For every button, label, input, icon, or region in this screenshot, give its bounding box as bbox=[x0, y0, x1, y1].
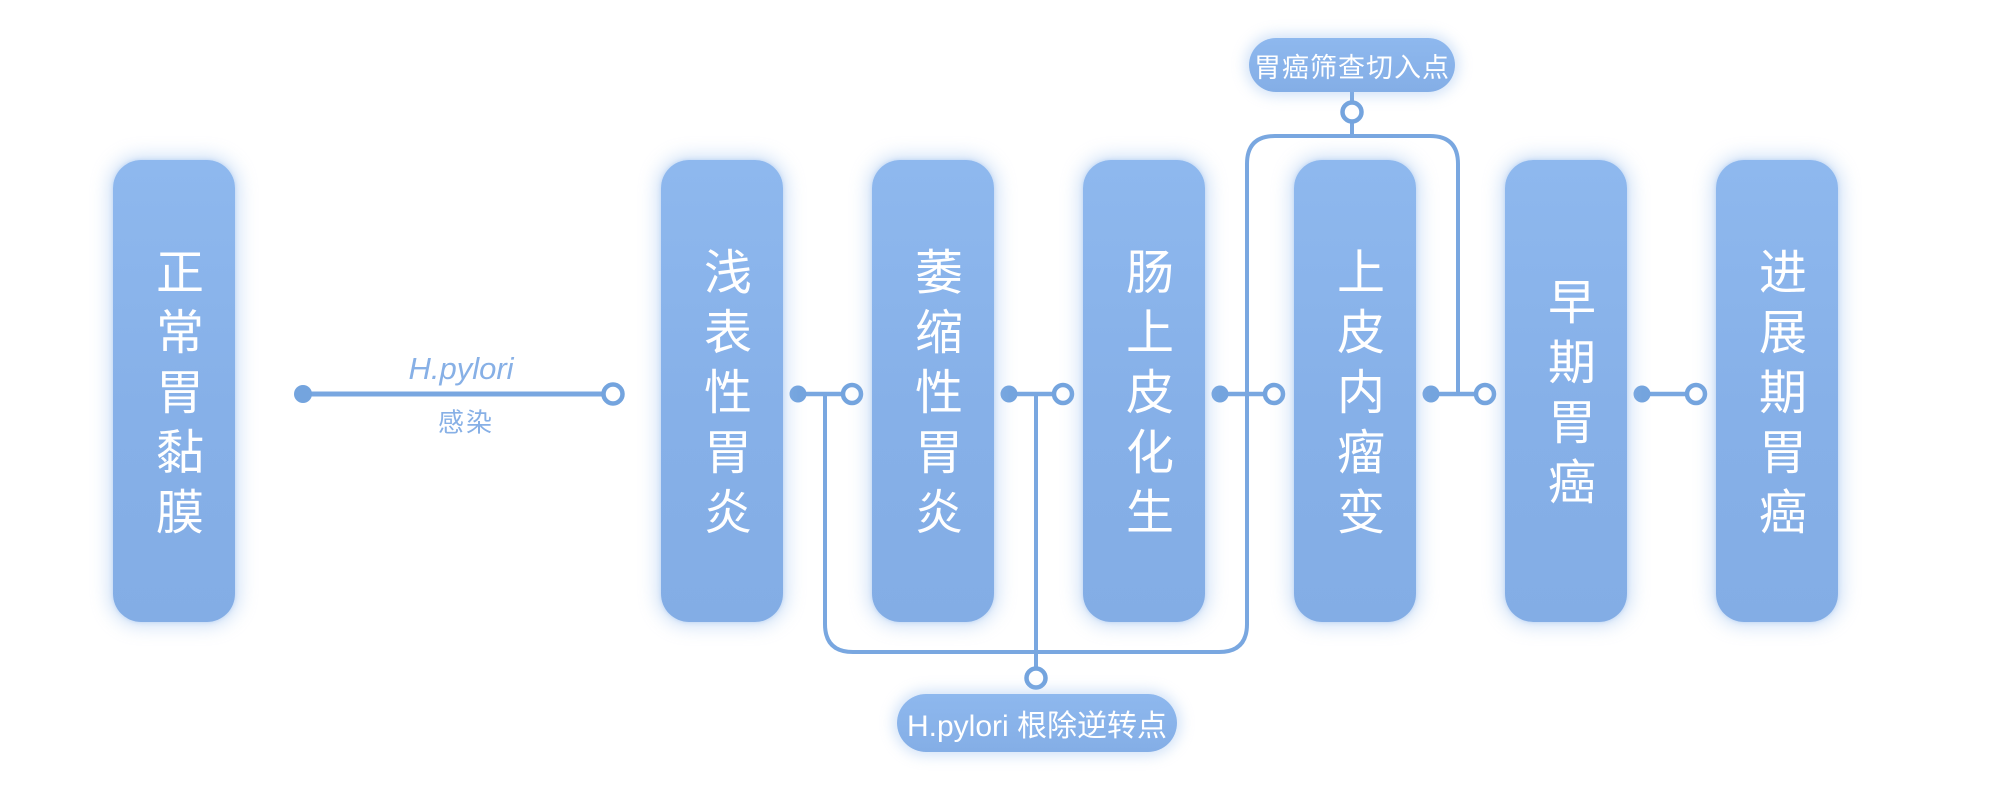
progress-dot-1 bbox=[294, 385, 312, 403]
stage-box-intraepithelial-neoplasia: 上皮内瘤变 bbox=[1294, 160, 1416, 622]
reversal-stem-ring bbox=[1024, 666, 1048, 690]
progress-ring-6 bbox=[1684, 382, 1708, 406]
hpylori-eradication-reversal-badge: H.pylori 根除逆转点 bbox=[897, 694, 1177, 752]
progress-ring-2 bbox=[840, 382, 864, 406]
hpylori-eradication-reversal-label: H.pylori 根除逆转点 bbox=[906, 710, 1168, 743]
stage-label: 上皮内瘤变 bbox=[1329, 247, 1382, 547]
stage-label: 萎缩性胃炎 bbox=[907, 247, 960, 547]
stage-label: 正常胃黏膜 bbox=[148, 247, 201, 547]
progress-ring-3 bbox=[1051, 382, 1075, 406]
stage-box-atrophic-gastritis: 萎缩性胃炎 bbox=[872, 160, 994, 622]
stage-label: 进展期胃癌 bbox=[1751, 247, 1804, 547]
screening-entry-point-label: 胃癌筛查切入点 bbox=[1254, 52, 1450, 83]
progress-ring-4 bbox=[1262, 382, 1286, 406]
progress-dot-3 bbox=[1000, 385, 1018, 403]
progress-ring-5 bbox=[1473, 382, 1497, 406]
progress-ring-1 bbox=[601, 382, 625, 406]
progress-dot-5 bbox=[1422, 385, 1440, 403]
stage-box-advanced-gastric-cancer: 进展期胃癌 bbox=[1716, 160, 1838, 622]
progress-dot-4 bbox=[1211, 385, 1229, 403]
hpylori-infection-word-label: 感染 bbox=[437, 407, 495, 438]
stage-label: 早期胃癌 bbox=[1540, 277, 1593, 517]
stage-label: 浅表性胃炎 bbox=[696, 247, 749, 547]
screening-stem-ring bbox=[1340, 100, 1364, 124]
stage-box-early-gastric-cancer: 早期胃癌 bbox=[1505, 160, 1627, 622]
stage-box-superficial-gastritis: 浅表性胃炎 bbox=[661, 160, 783, 622]
progress-dot-2 bbox=[789, 385, 807, 403]
stage-box-intestinal-metaplasia: 肠上皮化生 bbox=[1083, 160, 1205, 622]
stage-label: 肠上皮化生 bbox=[1118, 247, 1171, 547]
screening-entry-point-badge: 胃癌筛查切入点 bbox=[1249, 38, 1455, 92]
hpylori-infection-name-label: H.pylori bbox=[408, 351, 514, 386]
progress-dot-6 bbox=[1633, 385, 1651, 403]
stage-box-normal-gastric-mucosa: 正常胃黏膜 bbox=[113, 160, 235, 622]
